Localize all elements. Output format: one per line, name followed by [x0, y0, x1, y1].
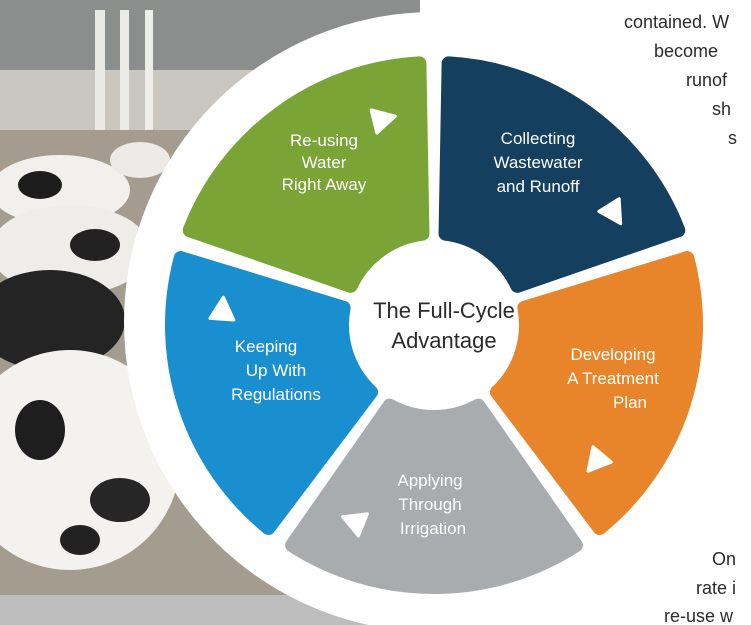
- segment-label-regulations: Up With: [246, 361, 306, 380]
- segment-label-irrigation: Through: [398, 495, 461, 514]
- side-text-line: runof: [686, 70, 728, 90]
- side-text-line: become: [654, 41, 718, 61]
- segment-label-treatment-plan: Plan: [613, 393, 647, 412]
- side-text-line: contained. W: [624, 12, 729, 32]
- side-body-text: contained. W become runof sh s On rate i…: [624, 12, 737, 625]
- segment-treatment-plan: [489, 251, 703, 536]
- flow-arrow-icon: [586, 445, 613, 473]
- cycle-segments: [165, 56, 703, 594]
- segment-label-treatment-plan: A Treatment: [567, 369, 659, 388]
- segment-collecting-wastewater: [438, 56, 686, 293]
- center-title: The Full-Cycle: [373, 298, 515, 323]
- side-text-line: re-use w: [664, 606, 734, 625]
- flow-arrow-icon: [208, 295, 236, 322]
- side-text-line: sh: [712, 99, 731, 119]
- segment-labels: Re-using Water Right Away Collecting Was…: [231, 129, 659, 538]
- flow-arrow-icon: [369, 108, 397, 135]
- side-text-line: rate i: [696, 578, 736, 598]
- segment-label-reusing-water: Right Away: [282, 175, 367, 194]
- segment-reusing-water: [182, 56, 430, 293]
- segment-label-irrigation: Applying: [397, 471, 462, 490]
- segment-regulations: [165, 251, 379, 536]
- center-title: Advantage: [391, 328, 496, 353]
- segment-label-reusing-water: Water: [302, 153, 347, 172]
- segment-label-reusing-water: Re-using: [290, 131, 358, 150]
- side-text-line: On: [712, 549, 736, 569]
- segment-label-collecting-wastewater: and Runoff: [497, 177, 580, 196]
- flow-arrow-icon: [341, 512, 369, 538]
- segment-label-collecting-wastewater: Wastewater: [493, 153, 582, 172]
- segment-label-collecting-wastewater: Collecting: [501, 129, 576, 148]
- flow-arrow-icon: [597, 197, 623, 226]
- cycle-arrows: [208, 108, 623, 538]
- segment-label-irrigation: Irrigation: [400, 519, 466, 538]
- segment-label-regulations: Regulations: [231, 385, 321, 404]
- segment-label-treatment-plan: Developing: [570, 345, 655, 364]
- side-text-line: s: [728, 128, 737, 148]
- segment-irrigation: [285, 398, 583, 594]
- segment-label-regulations: Keeping: [235, 337, 297, 356]
